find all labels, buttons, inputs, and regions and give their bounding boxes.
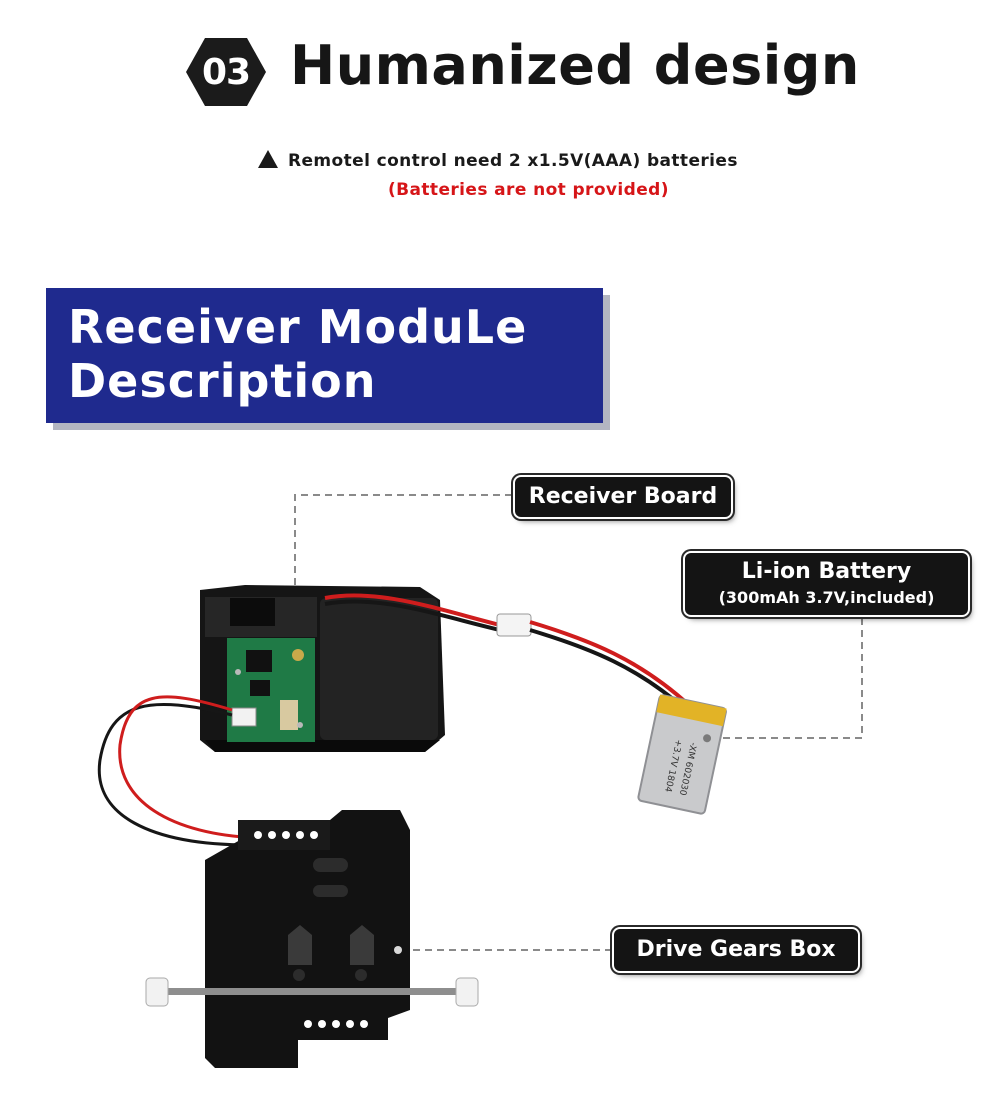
battery-label-title: Li-ion Battery xyxy=(741,559,912,584)
section-banner: Receiver ModuLe Description xyxy=(46,288,603,423)
battery-label-spec: (300mAh 3.7V,included) xyxy=(718,588,935,607)
battery-connector xyxy=(496,613,532,637)
receiver-board-label: Receiver Board xyxy=(515,477,731,517)
banner-line-2: Description xyxy=(68,354,377,408)
battery-note: Remotel control need 2 x1.5V(AAA) batter… xyxy=(258,150,738,171)
banner-line-1: Receiver ModuLe xyxy=(68,300,528,354)
li-ion-battery: -XM 602030 +3.7V 1804 xyxy=(637,694,727,815)
banner-heading: Receiver ModuLe Description xyxy=(68,300,527,408)
drive-gears-box xyxy=(145,810,479,1068)
receiver-board xyxy=(227,638,315,742)
section-number-badge: 03 xyxy=(185,36,267,108)
page-title: Humanized design xyxy=(290,34,860,97)
li-ion-battery-label: Li-ion Battery (300mAh 3.7V,included) xyxy=(685,553,968,615)
drive-gears-box-label: Drive Gears Box xyxy=(614,929,858,971)
warning-triangle-icon xyxy=(258,150,278,168)
hexagon-icon xyxy=(186,38,266,106)
battery-not-provided-note: (Batteries are not provided) xyxy=(388,180,669,200)
battery-note-text: Remotel control need 2 x1.5V(AAA) batter… xyxy=(288,151,738,171)
callout-leader-lines xyxy=(294,494,863,951)
section-number: 03 xyxy=(201,51,251,93)
